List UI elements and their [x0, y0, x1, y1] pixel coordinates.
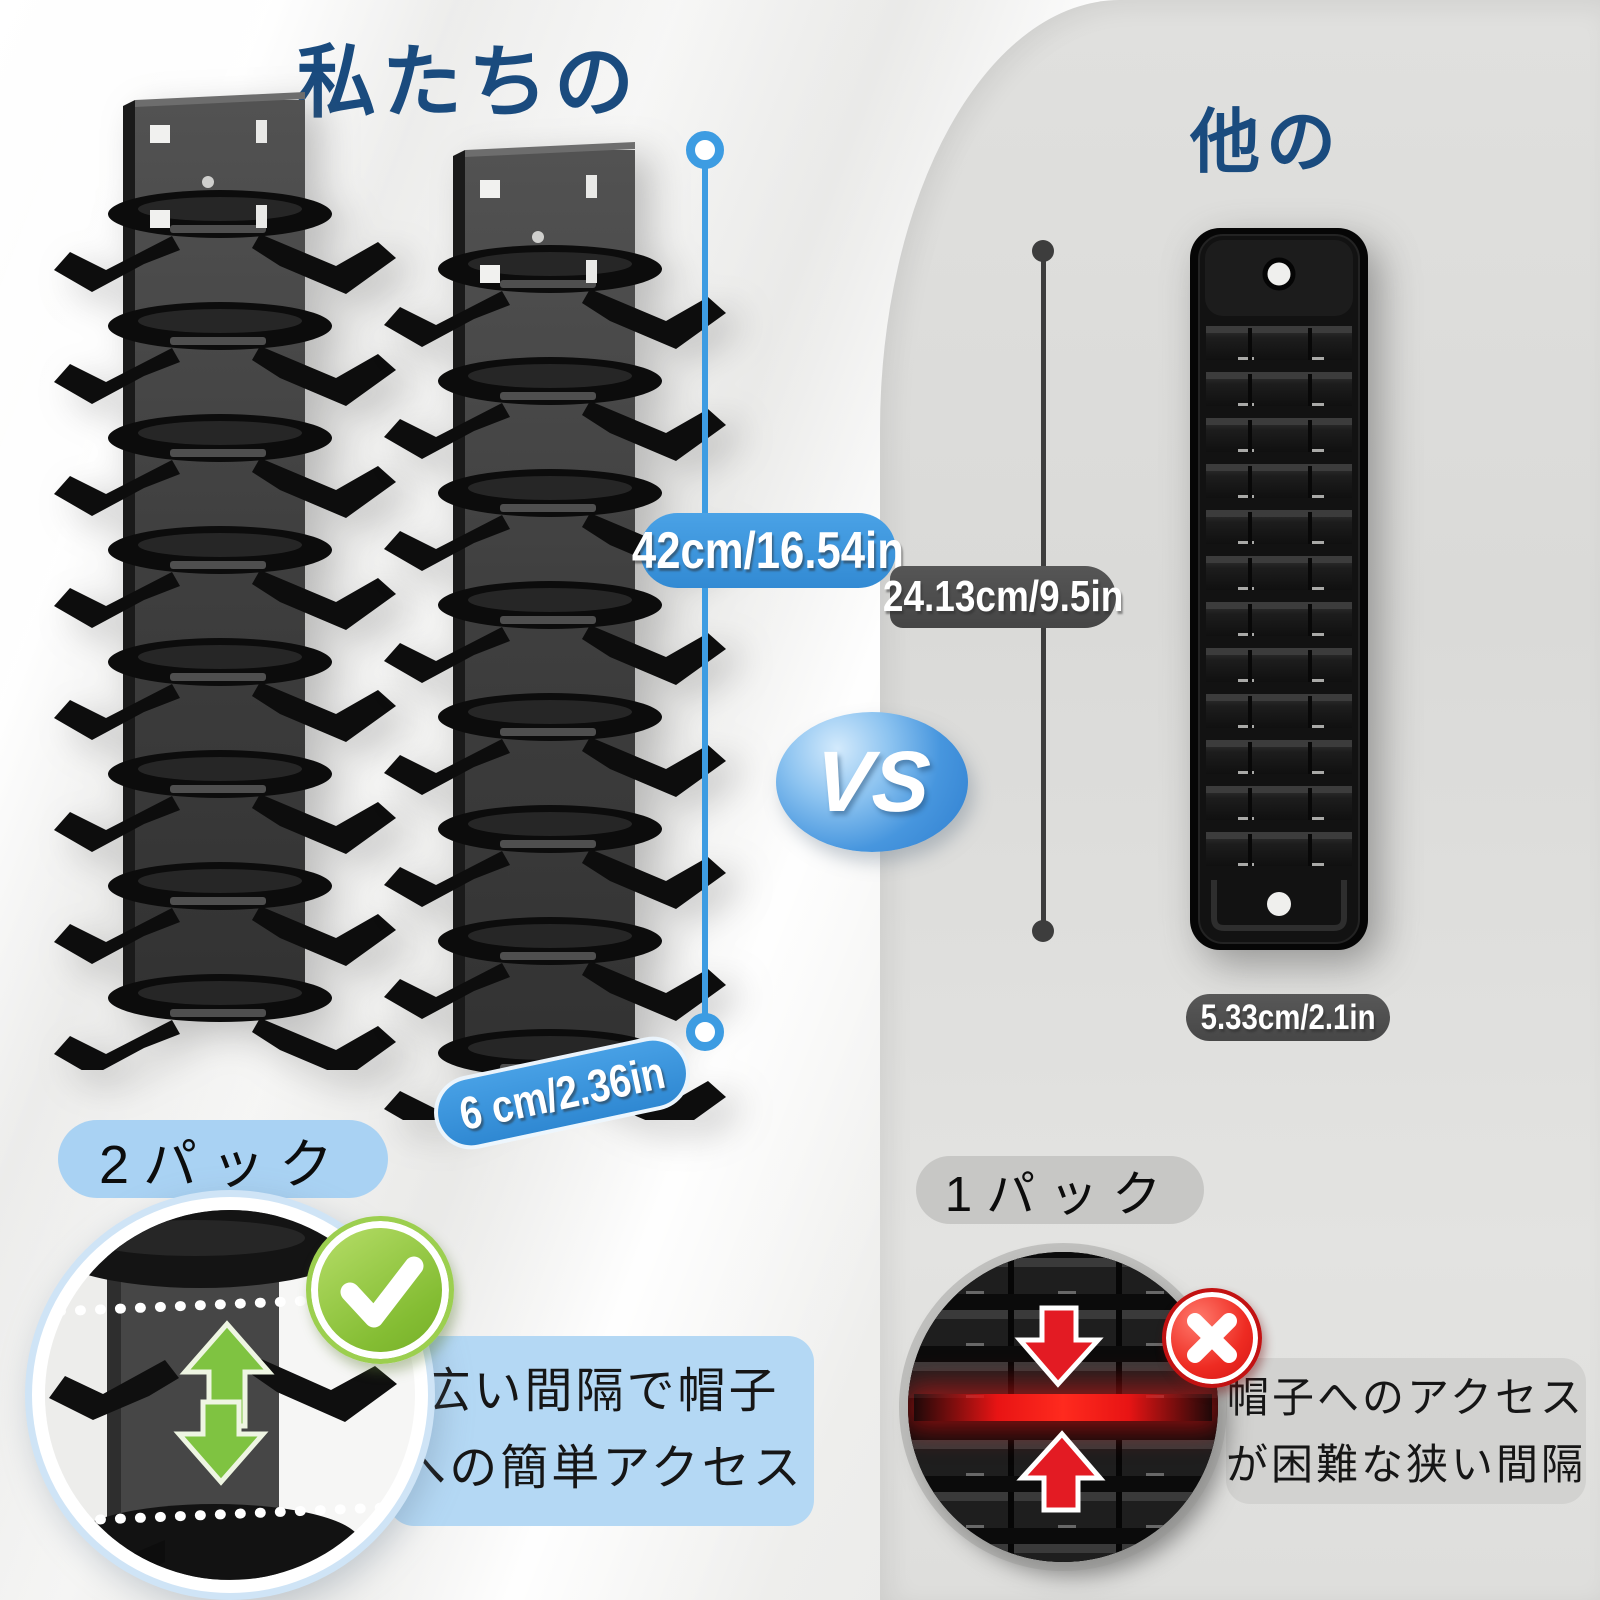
measure-dot-icon [1032, 920, 1054, 942]
others-cap-rack [1190, 228, 1368, 950]
ours-note-line1: 広い間隔で帽子 [422, 1365, 780, 1419]
mount-hole [1267, 892, 1291, 916]
measure-dot-icon [1032, 240, 1054, 262]
vs-badge: VS [776, 712, 968, 852]
spacing-dotted-line [45, 1501, 415, 1527]
measure-endpoint-icon [686, 1013, 724, 1051]
others-note-line2: が困難な狭い間隔 [1226, 1441, 1587, 1488]
our-hat-rack-1 [54, 92, 396, 1070]
others-width-badge: 5.33cm/2.1in [1186, 994, 1390, 1041]
ours-note-box: 広い間隔で帽子 への簡単アクセス [388, 1336, 814, 1526]
others-pack-badge: 1パック [916, 1156, 1204, 1224]
ours-note-line2: への簡単アクセス [398, 1442, 804, 1495]
others-detail-inset [908, 1252, 1218, 1562]
others-height-badge: 24.13cm/9.5in [883, 566, 1123, 628]
down-arrow-icon [173, 1399, 269, 1486]
page-title: 私たちの [296, 38, 640, 127]
mount-hole [150, 210, 170, 228]
mount-hole [480, 265, 500, 283]
measure-endpoint-icon [686, 131, 724, 169]
others-note-line1: 帽子へのアクセス [1227, 1373, 1585, 1421]
others-title: 他の [1190, 103, 1342, 181]
up-arrow-icon [1016, 1430, 1106, 1513]
ours-height-measure-line [702, 167, 708, 1015]
mount-hole [150, 125, 170, 143]
check-icon [306, 1216, 454, 1364]
our-hat-rack-2 [384, 142, 726, 1120]
ours-height-badge: 42cm/16.54in [632, 513, 904, 588]
x-icon [1162, 1288, 1262, 1388]
mount-hole [480, 180, 500, 198]
down-arrow-icon [1014, 1305, 1104, 1388]
ours-pack-badge: 2パック [58, 1120, 388, 1198]
mount-hole [1262, 257, 1296, 291]
narrow-gap-highlight [914, 1394, 1212, 1421]
others-note-box: 帽子へのアクセス が困難な狭い間隔 [1226, 1358, 1586, 1504]
